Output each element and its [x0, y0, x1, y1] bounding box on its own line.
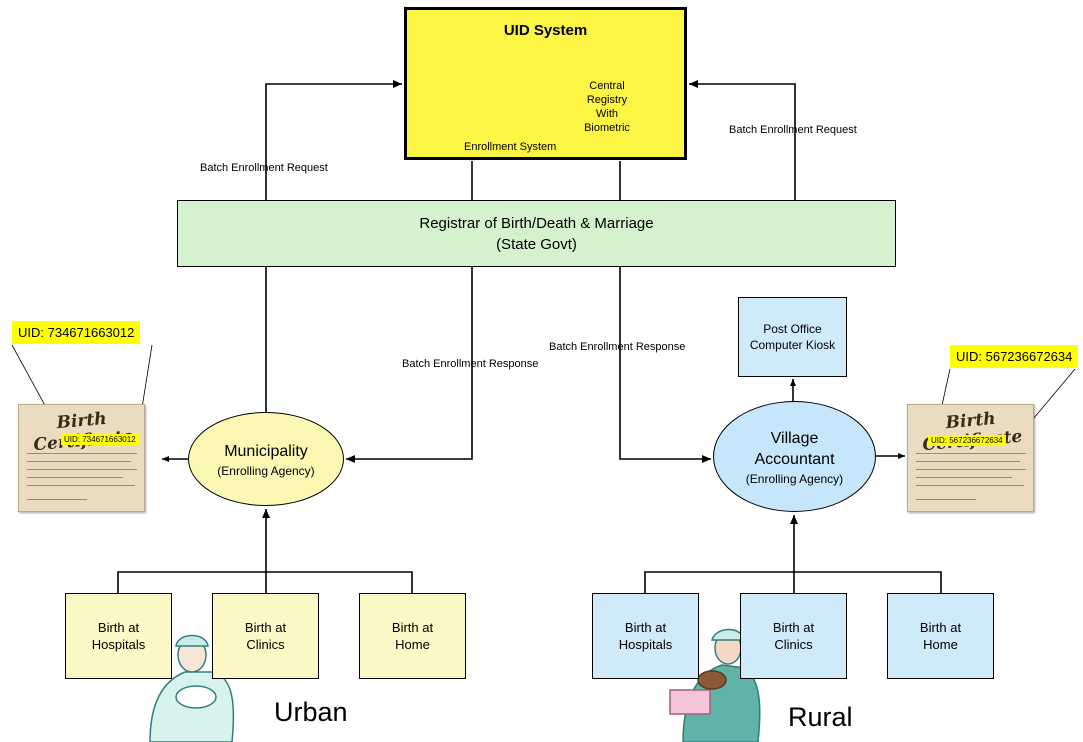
certificate-signature-line	[916, 499, 976, 500]
urban-birth-hospitals-box: Birth at Hospitals	[65, 593, 172, 679]
link-urban-births	[117, 571, 413, 593]
birth-line: Birth at	[97, 620, 140, 635]
birth-line: Clinics	[246, 637, 285, 652]
village-name-line: Accountant	[754, 450, 835, 468]
certificate-line	[916, 453, 1026, 454]
birth-line: Birth at	[772, 620, 815, 635]
certificate-uid-highlight: UID: 567236672634	[928, 435, 1006, 446]
urban-uid-tag: UID: 734671663012	[12, 321, 141, 344]
village-name-line: Village	[770, 429, 819, 447]
certificate-title: Birth Certificate	[33, 408, 134, 455]
kiosk-line: Post Office	[763, 322, 822, 336]
urban-birth-home-box: Birth at Home	[359, 593, 466, 679]
kiosk-line: Computer Kiosk	[749, 338, 836, 352]
certificate-line	[27, 453, 137, 454]
post-office-kiosk-box: Post Office Computer Kiosk	[738, 297, 847, 377]
urban-birth-certificate: Birth Certificate UID: 734671663012	[18, 404, 145, 512]
birth-line: Home	[923, 637, 958, 652]
rural-birth-clinics-box: Birth at Clinics	[740, 593, 847, 679]
registry-line: Biometric	[584, 122, 630, 134]
arrow-batch-request-left	[265, 80, 402, 200]
municipality-role: (Enrolling Agency)	[217, 463, 315, 478]
birth-line: Home	[395, 637, 430, 652]
birth-line: Birth at	[624, 620, 667, 635]
batch-response-label-left: Batch Enrollment Response	[402, 358, 539, 370]
certificate-line	[916, 485, 1024, 486]
rural-region-label: Rural	[788, 702, 853, 732]
enrollment-system-label: Enrollment System	[464, 141, 557, 153]
link-rural-births	[644, 571, 942, 593]
certificate-line	[916, 469, 1026, 470]
municipality-ellipse: Municipality (Enrolling Agency)	[188, 412, 344, 506]
registrar-box: Registrar of Birth/Death & Marriage (Sta…	[177, 200, 896, 267]
birth-line: Hospitals	[618, 637, 673, 652]
urban-nurse-icon	[149, 634, 235, 742]
rural-birth-hospitals-box: Birth at Hospitals	[592, 593, 699, 679]
birth-line: Birth at	[244, 620, 287, 635]
registry-line: With	[596, 108, 618, 120]
registry-line: Registry	[586, 94, 628, 106]
certificate-line	[916, 461, 1020, 462]
certificate-line	[27, 485, 135, 486]
uid-system-title: UID System	[503, 22, 588, 39]
village-accountant-ellipse: Village Accountant (Enrolling Agency)	[713, 401, 876, 512]
village-role: (Enrolling Agency)	[745, 471, 844, 486]
birth-line: Hospitals	[91, 637, 146, 652]
birth-line: Clinics	[774, 637, 813, 652]
arrow-batch-response-right	[619, 267, 711, 463]
batch-request-label-left: Batch Enrollment Request	[200, 162, 328, 174]
registrar-subtitle: (State Govt)	[496, 235, 577, 253]
birth-line: Birth at	[919, 620, 962, 635]
birth-line: Birth at	[391, 620, 434, 635]
certificate-line	[916, 477, 1012, 478]
certificate-signature-line	[27, 499, 87, 500]
certificate-uid-highlight: UID: 734671663012	[61, 434, 139, 445]
rural-nurse-icon	[669, 628, 761, 742]
rural-birth-home-box: Birth at Home	[887, 593, 994, 679]
certificate-title: Birth Certificate	[922, 408, 1023, 455]
registry-line: Central	[589, 80, 625, 92]
batch-response-label-right: Batch Enrollment Response	[549, 341, 686, 353]
municipality-name: Municipality	[224, 442, 308, 460]
central-registry-label: Central Registry With Biometric	[572, 79, 642, 135]
arrow-batch-request-right	[689, 80, 796, 200]
batch-request-label-right: Batch Enrollment Request	[729, 124, 857, 136]
arrow-batch-response-left	[346, 267, 473, 463]
urban-birth-clinics-box: Birth at Clinics	[212, 593, 319, 679]
uid-system-box: UID System	[404, 7, 687, 160]
rural-uid-tag: UID: 567236672634	[950, 345, 1079, 368]
urban-region-label: Urban	[274, 697, 348, 727]
certificate-line	[27, 461, 131, 462]
certificate-line	[27, 469, 137, 470]
rural-birth-certificate: Birth Certificate UID: 567236672634	[907, 404, 1034, 512]
registrar-title: Registrar of Birth/Death & Marriage	[419, 214, 654, 232]
certificate-line	[27, 477, 123, 478]
